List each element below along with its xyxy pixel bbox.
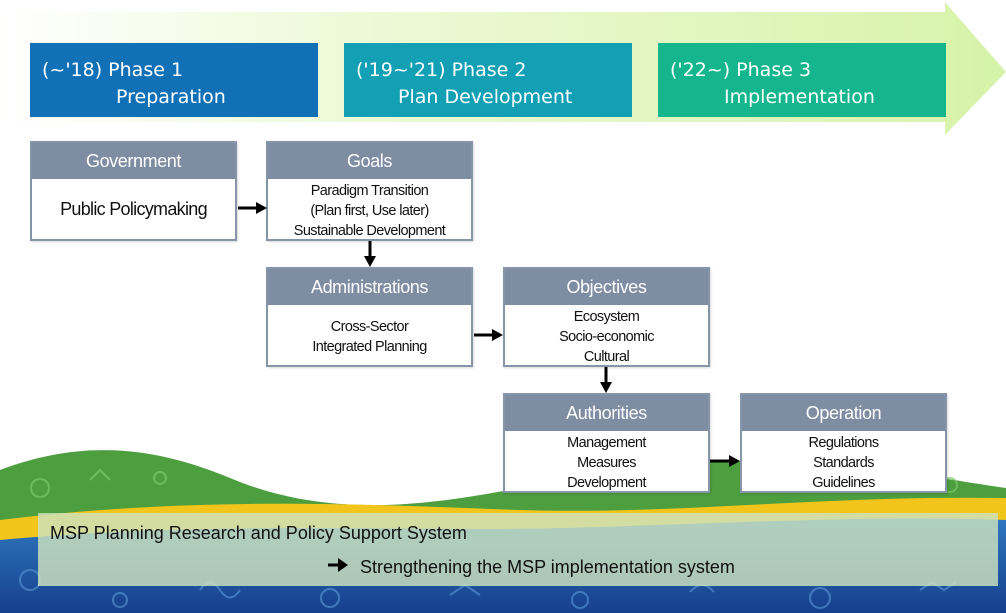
administrations-body: Cross-Sector Integrated Planning <box>268 305 471 357</box>
authorities-body: Management Measures Development <box>505 431 708 493</box>
administrations-box: Administrations Cross-Sector Integrated … <box>266 267 473 367</box>
goals-header: Goals <box>268 143 471 179</box>
arrow-administrations-to-objectives <box>474 329 503 341</box>
objectives-body: Ecosystem Socio-economic Cultural <box>505 305 708 367</box>
banner-subtitle: Strengthening the MSP implementation sys… <box>360 557 735 577</box>
operation-header: Operation <box>742 395 945 431</box>
operation-body: Regulations Standards Guidelines <box>742 431 945 493</box>
operation-line: Guidelines <box>812 475 875 491</box>
objectives-box: Objectives Ecosystem Socio-economic Cult… <box>503 267 710 367</box>
arrow-goals-to-administrations <box>364 241 376 267</box>
arrow-objectives-to-authorities <box>600 367 612 393</box>
banner-title: MSP Planning Research and Policy Support… <box>50 523 467 543</box>
phase-2-banner: ('19~'21) Phase 2 Plan Development <box>344 43 632 117</box>
phase-2-period: ('19~'21) Phase 2 <box>356 59 527 81</box>
arrow-authorities-to-operation <box>710 455 740 467</box>
authorities-header: Authorities <box>505 395 708 431</box>
operation-line: Standards <box>813 455 874 471</box>
objectives-header: Objectives <box>505 269 708 305</box>
objectives-line: Ecosystem <box>573 309 640 325</box>
phase-1-period: (~'18) Phase 1 <box>42 59 184 81</box>
authorities-line: Development <box>567 475 646 491</box>
government-box: Government Public Policymaking <box>30 141 237 241</box>
phase-3-period: ('22~) Phase 3 <box>670 59 812 81</box>
goals-body: Paradigm Transition (Plan first, Use lat… <box>268 179 471 241</box>
goals-line: Paradigm Transition <box>310 183 429 199</box>
operation-line: Regulations <box>808 435 880 451</box>
administrations-line: Integrated Planning <box>312 339 427 355</box>
authorities-line: Management <box>567 435 646 451</box>
administrations-line: Cross-Sector <box>330 319 409 335</box>
government-header: Government <box>32 143 235 179</box>
goals-line: (Plan first, Use later) <box>310 203 429 219</box>
phase-1-banner: (~'18) Phase 1 Preparation <box>30 43 318 117</box>
authorities-box: Authorities Management Measures Developm… <box>503 393 710 493</box>
phase-1-name: Preparation <box>116 86 226 108</box>
authorities-line: Measures <box>577 455 636 471</box>
right-arrow-icon <box>328 558 348 572</box>
msp-support-banner: MSP Planning Research and Policy Support… <box>38 513 998 586</box>
sea-doodles <box>19 569 957 609</box>
objectives-line: Cultural <box>583 349 630 365</box>
administrations-header: Administrations <box>268 269 471 305</box>
operation-box: Operation Regulations Standards Guidelin… <box>740 393 947 493</box>
goals-line: Sustainable Development <box>293 223 446 239</box>
phase-3-name: Implementation <box>724 86 875 108</box>
phase-3-banner: ('22~) Phase 3 Implementation <box>658 43 946 117</box>
arrow-government-to-goals <box>238 202 267 214</box>
government-body: Public Policymaking <box>60 199 207 219</box>
phase-2-name: Plan Development <box>398 86 573 108</box>
objectives-line: Socio-economic <box>559 329 654 345</box>
goals-box: Goals Paradigm Transition (Plan first, U… <box>266 141 473 241</box>
